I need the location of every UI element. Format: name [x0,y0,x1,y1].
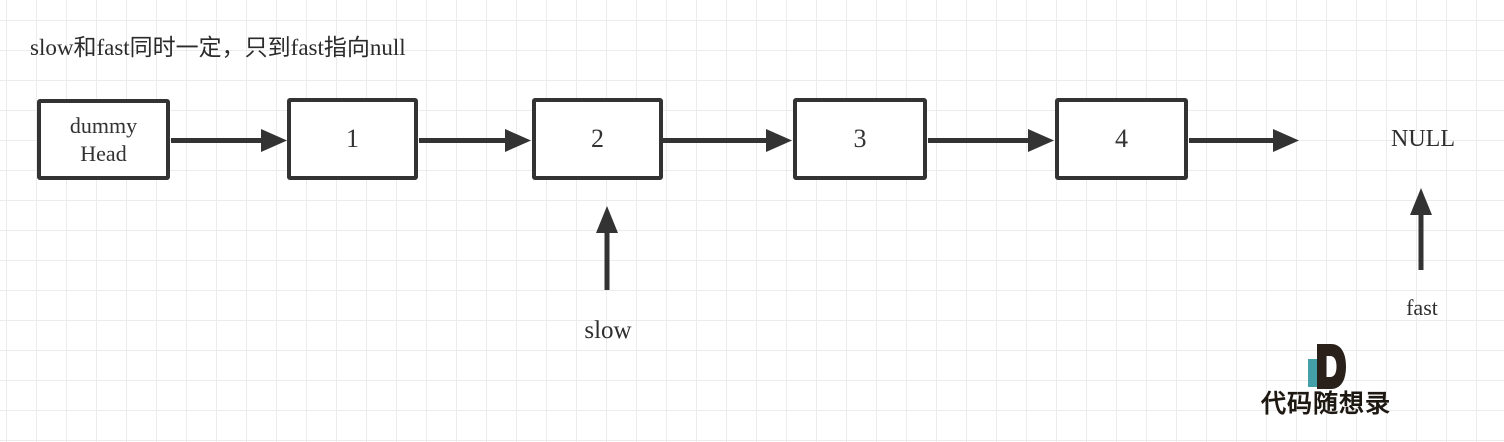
node-2-label: 2 [591,123,604,153]
brand-logo: 代码随想录 [1255,340,1445,422]
node-dummy-head: dummy Head [37,99,170,180]
brand-logo-text: 代码随想录 [1261,391,1392,418]
node-1: 1 [287,98,418,180]
slow-pointer-label: slow [584,317,632,344]
node-4: 4 [1055,98,1188,180]
diagram-title: slow和fast同时一定，只到fast指向null [30,35,406,60]
node-2: 2 [532,98,663,180]
arrow-4-to-null [1189,129,1299,152]
arrow-dummyhead-to-1 [171,129,287,152]
node-3: 3 [793,98,927,180]
arrow-3-to-4 [928,129,1054,152]
slow-pointer-arrow [596,206,618,290]
node-4-label: 4 [1115,123,1128,153]
node-3-label: 3 [853,123,867,153]
arrow-2-to-3 [663,129,792,152]
arrow-1-to-2 [419,129,531,152]
null-label: NULL [1391,126,1455,152]
logo-d-icon [1308,344,1346,389]
node-dummy-head-label: dummy Head [69,113,138,166]
node-1-label: 1 [346,123,359,153]
fast-pointer-arrow [1410,188,1432,270]
fast-pointer-label: fast [1406,295,1438,320]
